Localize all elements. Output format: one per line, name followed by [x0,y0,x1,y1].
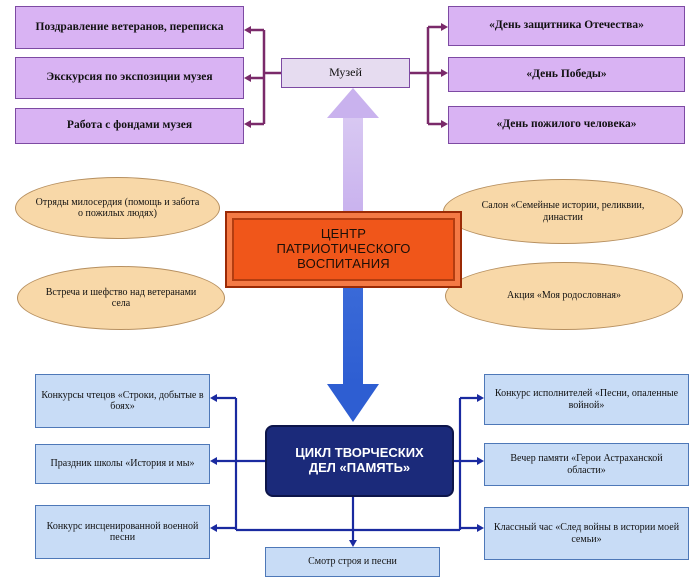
cycle-right-item-3: Классный час «След войны в истории моей … [484,507,689,560]
museum-right-item-2: «День Победы» [448,57,685,92]
cycle-left-item-3: Конкурс инсценированной военной песни [35,505,210,559]
oval-family-tree: Акция «Моя родословная» [445,262,683,330]
museum-left-item-2: Экскурсия по экспозиции музея [15,57,244,99]
arrow-down-to-cycle [327,286,379,422]
museum-left-connectors [247,28,281,126]
arrow-up-to-museum [327,88,379,213]
cycle-left-arrowheads [210,394,217,532]
museum-left-arrowheads [244,26,251,128]
museum-right-connectors [410,25,445,126]
cycle-left-item-2: Праздник школы «История и мы» [35,444,210,484]
cycle-right-item-2: Вечер памяти «Герои Астраханской области… [484,443,689,486]
center-box: ЦЕНТР ПАТРИОТИЧЕСКОГО ВОСПИТАНИЯ [225,211,462,288]
museum-box: Музей [281,58,410,88]
museum-right-item-1: «День защитника Отечества» [448,6,685,46]
cycle-bottom-connector [349,496,357,547]
museum-right-arrowheads [441,23,448,128]
museum-right-item-3: «День пожилого человека» [448,106,685,144]
museum-left-item-3: Работа с фондами музея [15,108,244,144]
cycle-right-item-1: Конкурс исполнителей «Песни, опаленные в… [484,374,689,425]
cycle-box: ЦИКЛ ТВОРЧЕСКИХ ДЕЛ «ПАМЯТЬ» [265,425,454,497]
cycle-left-item-1: Конкурсы чтецов «Строки, добытые в боях» [35,374,210,428]
cycle-right-connectors [353,396,481,532]
museum-left-item-1: Поздравление ветеранов, переписка [15,6,244,49]
oval-mercy-squads: Отряды милосердия (помощь и забота о пож… [15,177,220,239]
oval-family-salon: Салон «Семейные истории, реликвии, динас… [443,179,683,244]
cycle-bottom-item: Смотр строя и песни [265,547,440,577]
oval-veterans-patronage: Встреча и шефство над ветеранами села [17,266,225,330]
cycle-right-arrowheads [477,394,484,532]
